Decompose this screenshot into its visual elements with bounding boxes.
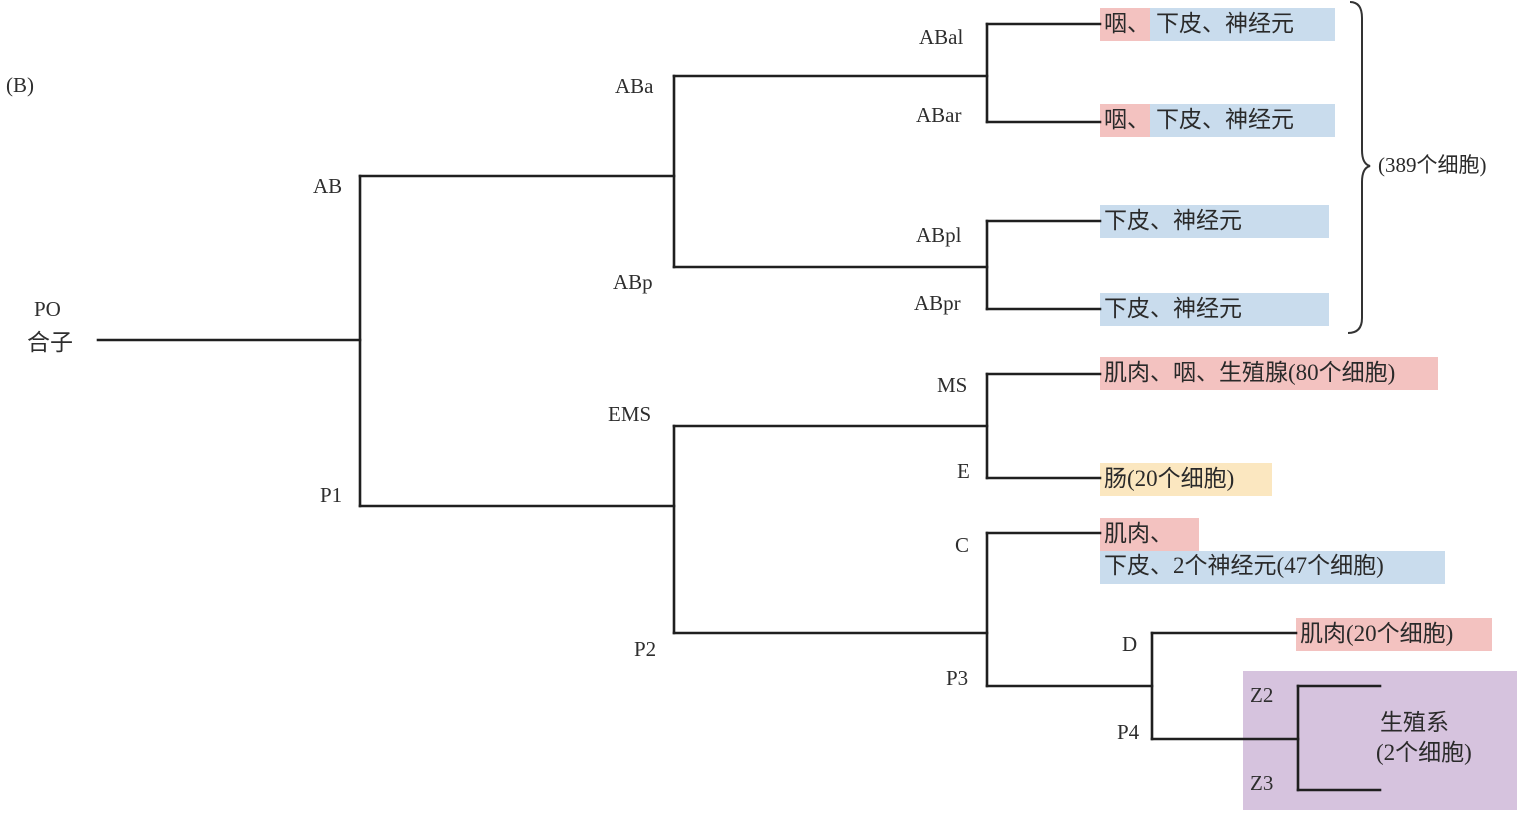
- fate-ms: 肌肉、咽、生殖腺(80个细胞): [1104, 360, 1396, 385]
- node-aba: ABa: [615, 74, 654, 98]
- fate-box-ms: [1100, 357, 1438, 390]
- node-abal: ABal: [919, 25, 964, 49]
- panel-label: (B): [6, 73, 34, 97]
- fate-box-e: [1100, 463, 1272, 496]
- fate-box-abar-pink: [1100, 104, 1150, 137]
- fate-box-abal-pink: [1100, 8, 1150, 41]
- fate-box-c-pink: [1100, 518, 1199, 551]
- node-abpr: ABpr: [914, 291, 961, 315]
- fate-box-abpl: [1100, 205, 1329, 238]
- node-p2: P2: [634, 637, 657, 661]
- node-zygote-name: PO: [34, 297, 61, 321]
- fate-germline-title: 生殖系: [1380, 710, 1449, 735]
- node-abpl: ABpl: [916, 223, 962, 247]
- node-ms: MS: [937, 373, 968, 397]
- fate-box-d: [1296, 618, 1492, 651]
- fate-abpl: 下皮、神经元: [1104, 208, 1242, 233]
- node-p4: P4: [1117, 720, 1140, 744]
- fate-abar-hypodermis: 下皮、神经元: [1156, 107, 1294, 132]
- fate-abar-pharynx: 咽、: [1104, 107, 1150, 132]
- node-z2: Z2: [1250, 683, 1274, 707]
- fate-c-hypodermis: 下皮、2个神经元(47个细胞): [1104, 553, 1384, 578]
- node-ab: AB: [313, 174, 343, 198]
- node-e: E: [957, 459, 970, 483]
- node-zygote-chinese: 合子: [27, 330, 73, 355]
- fate-box-abar-blue: [1150, 104, 1335, 137]
- fate-e: 肠(20个细胞): [1104, 466, 1235, 491]
- fate-abal-hypodermis: 下皮、神经元: [1156, 11, 1294, 36]
- ab-brace: [1347, 1, 1371, 334]
- node-p1: P1: [320, 483, 343, 507]
- ab-total-count: (389个细胞): [1378, 153, 1487, 177]
- node-z3: Z3: [1250, 771, 1274, 795]
- fate-box-abal-blue: [1150, 8, 1335, 41]
- node-d: D: [1122, 632, 1138, 656]
- node-abp: ABp: [613, 270, 653, 294]
- fate-abal-pharynx: 咽、: [1104, 11, 1150, 36]
- fate-box-abpr: [1100, 293, 1329, 326]
- fate-germline-count: (2个细胞): [1376, 740, 1472, 765]
- node-ems: EMS: [608, 402, 652, 426]
- fate-box-c-blue: [1100, 551, 1445, 584]
- fate-abpr: 下皮、神经元: [1104, 296, 1242, 321]
- node-c: C: [955, 533, 970, 557]
- node-p3: P3: [946, 666, 969, 690]
- node-abar: ABar: [916, 103, 962, 127]
- fate-c-muscle: 肌肉、: [1104, 521, 1173, 546]
- germline-box: [1243, 671, 1517, 810]
- fate-d: 肌肉(20个细胞): [1300, 621, 1454, 646]
